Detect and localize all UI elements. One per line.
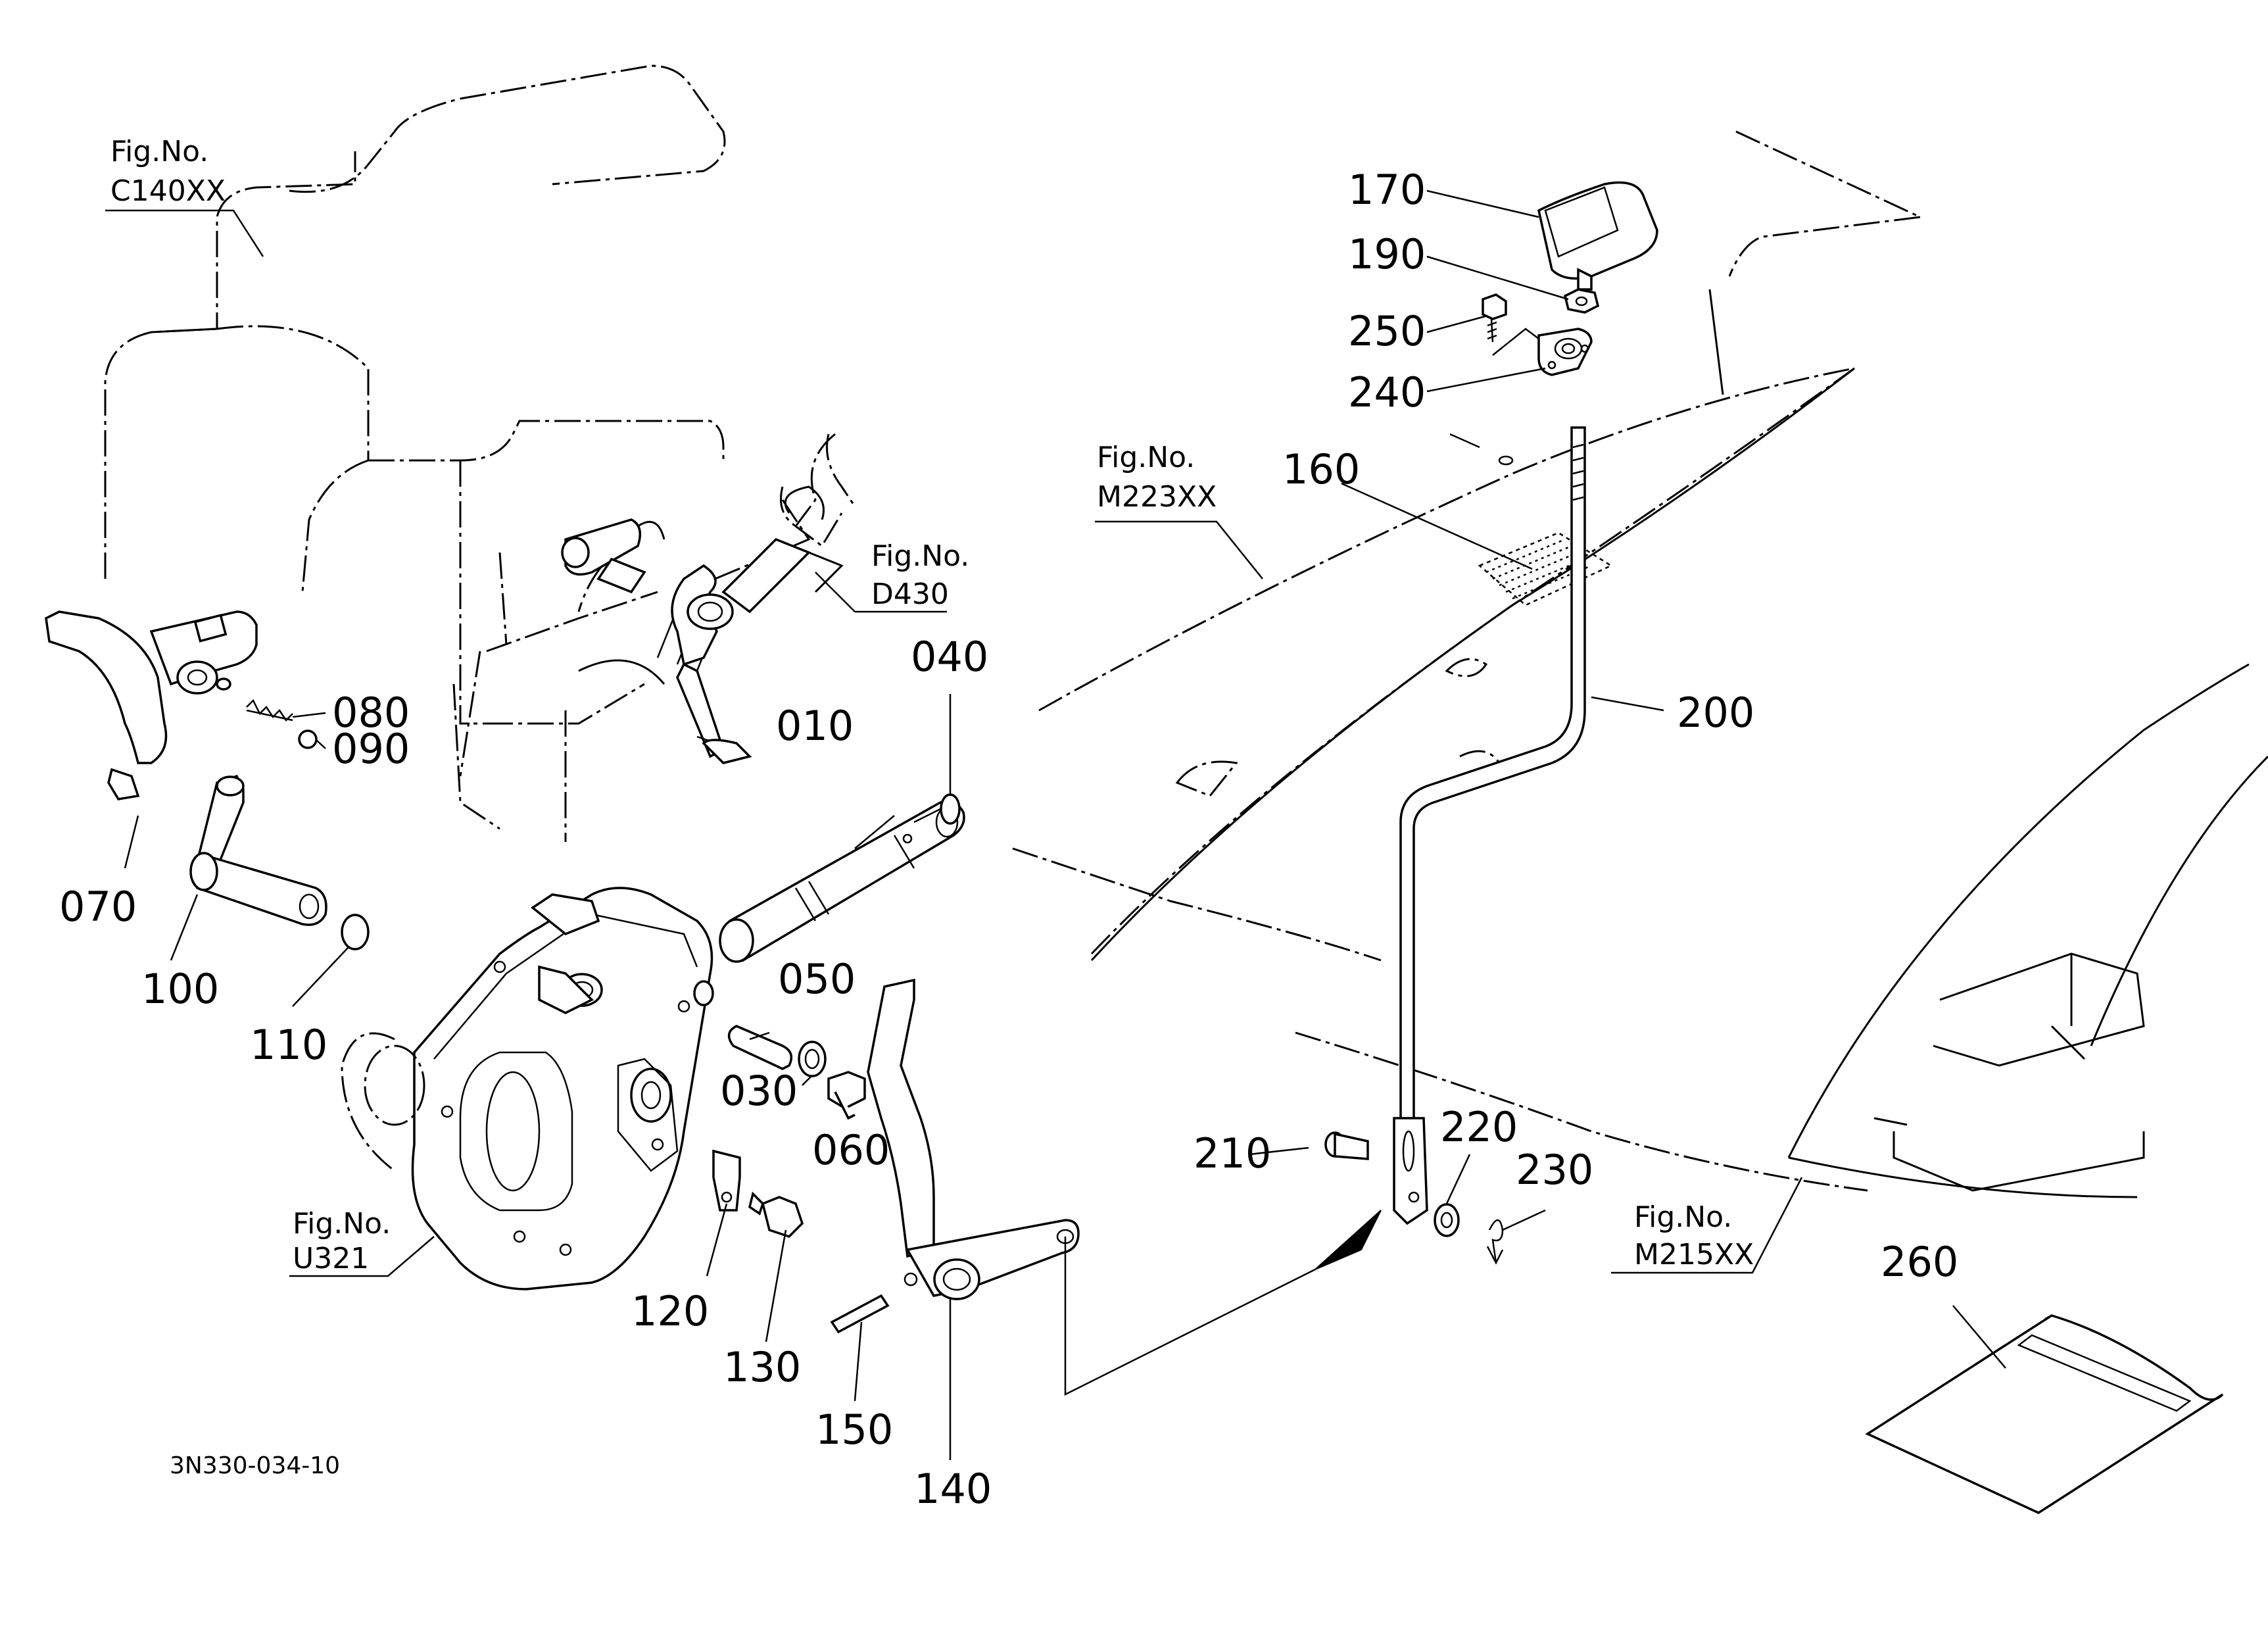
label-240: 240 xyxy=(1348,368,1426,416)
label-220: 220 xyxy=(1440,1103,1518,1151)
part-040-circlip xyxy=(940,793,961,825)
figref-m223-title: Fig.No. xyxy=(1097,441,1195,474)
label-120: 120 xyxy=(631,1287,709,1335)
part-050-washer xyxy=(798,1041,827,1077)
label-080: 080 xyxy=(332,689,410,737)
figref-c140-title: Fig.No. xyxy=(110,135,208,168)
label-130: 130 xyxy=(723,1343,801,1391)
part-200-rod xyxy=(1393,426,1586,1225)
label-090: 090 xyxy=(332,725,410,773)
part-120-bracket xyxy=(712,1149,741,1212)
label-030: 030 xyxy=(720,1067,798,1115)
label-200: 200 xyxy=(1677,689,1754,737)
figref-u321-code: U321 xyxy=(293,1242,369,1275)
part-110-o-ring xyxy=(341,914,370,950)
figure-references: Fig.No. C140XX Fig.No. D430 Fig.No. M223… xyxy=(110,135,1754,1275)
part-160-decal xyxy=(1449,433,1613,606)
leader-lines xyxy=(105,189,2006,1460)
label-230: 230 xyxy=(1516,1146,1593,1194)
figref-c140-code: C140XX xyxy=(110,174,226,208)
figref-d430-code: D430 xyxy=(871,578,949,611)
label-070: 070 xyxy=(59,883,137,931)
part-250-bolt xyxy=(1482,293,1507,343)
part-260-manual xyxy=(1865,1314,2224,1514)
part-030-pin xyxy=(727,1025,793,1070)
part-210-pin xyxy=(1324,1131,1369,1160)
label-260: 260 xyxy=(1881,1238,1958,1286)
part-190-nut xyxy=(1563,288,1600,314)
part-080-spring xyxy=(246,699,293,722)
part-140-lever xyxy=(867,978,1080,1300)
label-140: 140 xyxy=(914,1465,992,1513)
label-250: 250 xyxy=(1348,307,1426,355)
part-170-knob xyxy=(1537,181,1658,291)
label-150: 150 xyxy=(815,1406,893,1454)
label-170: 170 xyxy=(1348,166,1426,214)
part-070-shift-fork xyxy=(45,610,258,800)
label-160: 160 xyxy=(1282,445,1360,493)
label-210: 210 xyxy=(1194,1129,1271,1177)
label-110: 110 xyxy=(250,1021,327,1069)
part-230-clip xyxy=(1486,1219,1504,1265)
part-060-bolt xyxy=(827,1071,866,1120)
part-labels: 170 190 250 240 160 200 210 220 230 260 … xyxy=(59,166,1958,1513)
part-upper-linkage xyxy=(561,518,665,594)
label-060: 060 xyxy=(812,1126,890,1174)
label-010: 010 xyxy=(776,702,854,750)
figref-m215-title: Fig.No. xyxy=(1634,1200,1732,1234)
fender-phantom xyxy=(1012,130,2268,1198)
label-040: 040 xyxy=(911,633,988,681)
label-050: 050 xyxy=(778,955,856,1003)
label-190: 190 xyxy=(1348,230,1426,278)
part-240-plate xyxy=(1537,328,1593,376)
part-100-lever-shaft xyxy=(189,774,327,926)
figref-m223-code: M223XX xyxy=(1097,480,1217,514)
part-010-shaft xyxy=(719,800,965,963)
figref-u321-title: Fig.No. xyxy=(293,1207,391,1241)
part-150-pin xyxy=(830,1294,890,1334)
figref-m215-code: M215XX xyxy=(1634,1238,1754,1271)
label-100: 100 xyxy=(141,965,219,1013)
part-220-washer xyxy=(1434,1203,1460,1237)
part-d430-lever xyxy=(671,433,856,764)
part-090-ball xyxy=(298,729,318,749)
part-u321-housing xyxy=(341,887,714,1291)
linkage-arrow xyxy=(1064,1210,1382,1396)
part-130-bolt xyxy=(748,1191,804,1239)
drawing-code: 3N330-034-10 xyxy=(170,1452,340,1479)
figref-d430-title: Fig.No. xyxy=(871,539,969,573)
